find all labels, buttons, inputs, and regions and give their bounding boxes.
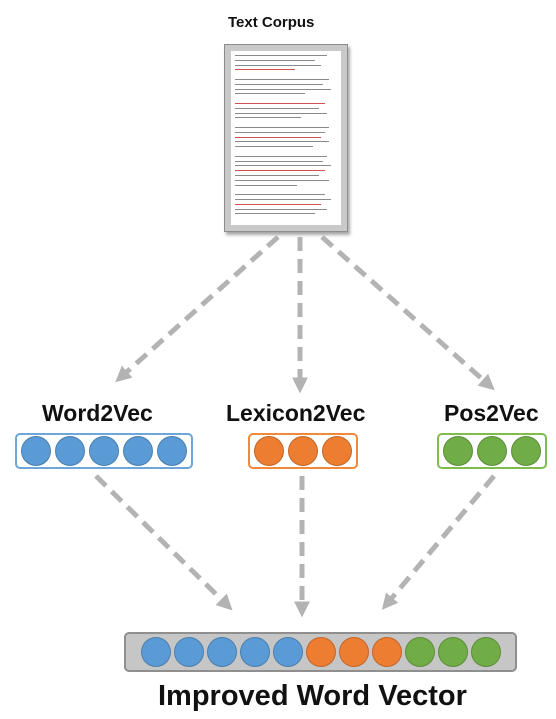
arrow-word2vec-to-output xyxy=(94,474,233,611)
document-text-line xyxy=(235,194,325,196)
document-text-line xyxy=(235,160,323,162)
word2vec-dot xyxy=(55,436,85,466)
document-text-line xyxy=(235,141,329,143)
word2vec-dot xyxy=(89,436,119,466)
word2vec-vector xyxy=(15,433,193,469)
word2vec-dot xyxy=(157,436,187,466)
document-text-line xyxy=(235,107,319,109)
document-text-line xyxy=(235,83,323,85)
lexicon2vec-title: Lexicon2Vec xyxy=(226,400,366,426)
output-pos2vec-dot xyxy=(437,637,468,667)
document-page xyxy=(231,51,341,225)
document-text-line xyxy=(235,208,327,210)
pos2vec-dot xyxy=(511,436,541,466)
lexicon2vec-dot xyxy=(288,436,318,466)
document-text-line xyxy=(235,184,297,186)
word2vec-dot xyxy=(123,436,153,466)
document-text-line xyxy=(235,136,321,138)
word2vec-title: Word2Vec xyxy=(42,400,153,426)
corpus-title: Text Corpus xyxy=(228,14,315,31)
document-text-line xyxy=(235,69,295,71)
pos2vec-title: Pos2Vec xyxy=(444,400,539,426)
document-text-line xyxy=(235,155,327,157)
document-text-line xyxy=(235,64,321,66)
word2vec-dot xyxy=(21,436,51,466)
output-title: Improved Word Vector xyxy=(158,680,467,712)
document-text-line xyxy=(235,146,313,148)
lexicon2vec-dot xyxy=(254,436,284,466)
output-lexicon2vec-dot xyxy=(338,637,369,667)
output-lexicon2vec-dot xyxy=(305,637,336,667)
document-text-line xyxy=(235,179,329,181)
arrow-corpus-to-word2vec xyxy=(115,235,280,383)
pos2vec-dot xyxy=(477,436,507,466)
output-word2vec-dot xyxy=(173,637,204,667)
document-text-line xyxy=(235,199,331,200)
document-text-line xyxy=(235,175,319,176)
document-text-line xyxy=(235,55,327,56)
document-text-line xyxy=(235,127,329,128)
lexicon2vec-vector xyxy=(248,433,358,469)
document-text-line xyxy=(235,170,325,172)
pos2vec-vector xyxy=(437,433,547,469)
arrow-corpus-to-pos2vec xyxy=(320,235,495,391)
document-text-line xyxy=(235,79,329,80)
document-text-line xyxy=(235,112,327,114)
document-text-line xyxy=(235,131,325,133)
document-text-line xyxy=(235,213,315,215)
output-pos2vec-dot xyxy=(470,637,501,667)
output-word2vec-dot xyxy=(206,637,237,667)
document-text-line xyxy=(235,93,305,95)
document-text-line xyxy=(235,117,301,119)
document-text-line xyxy=(235,59,315,61)
output-lexicon2vec-dot xyxy=(371,637,402,667)
document-text-line xyxy=(235,165,331,167)
lexicon2vec-dot xyxy=(322,436,352,466)
improved-word-vector xyxy=(124,632,517,672)
output-word2vec-dot xyxy=(239,637,270,667)
document-text-line xyxy=(235,203,321,205)
output-pos2vec-dot xyxy=(404,637,435,667)
document-text-line xyxy=(235,103,325,104)
output-word2vec-dot xyxy=(272,637,303,667)
output-word2vec-dot xyxy=(140,637,171,667)
text-corpus-document-icon xyxy=(224,44,348,232)
pos2vec-dot xyxy=(443,436,473,466)
arrow-pos2vec-to-output xyxy=(381,474,496,610)
document-text-line xyxy=(235,88,331,90)
